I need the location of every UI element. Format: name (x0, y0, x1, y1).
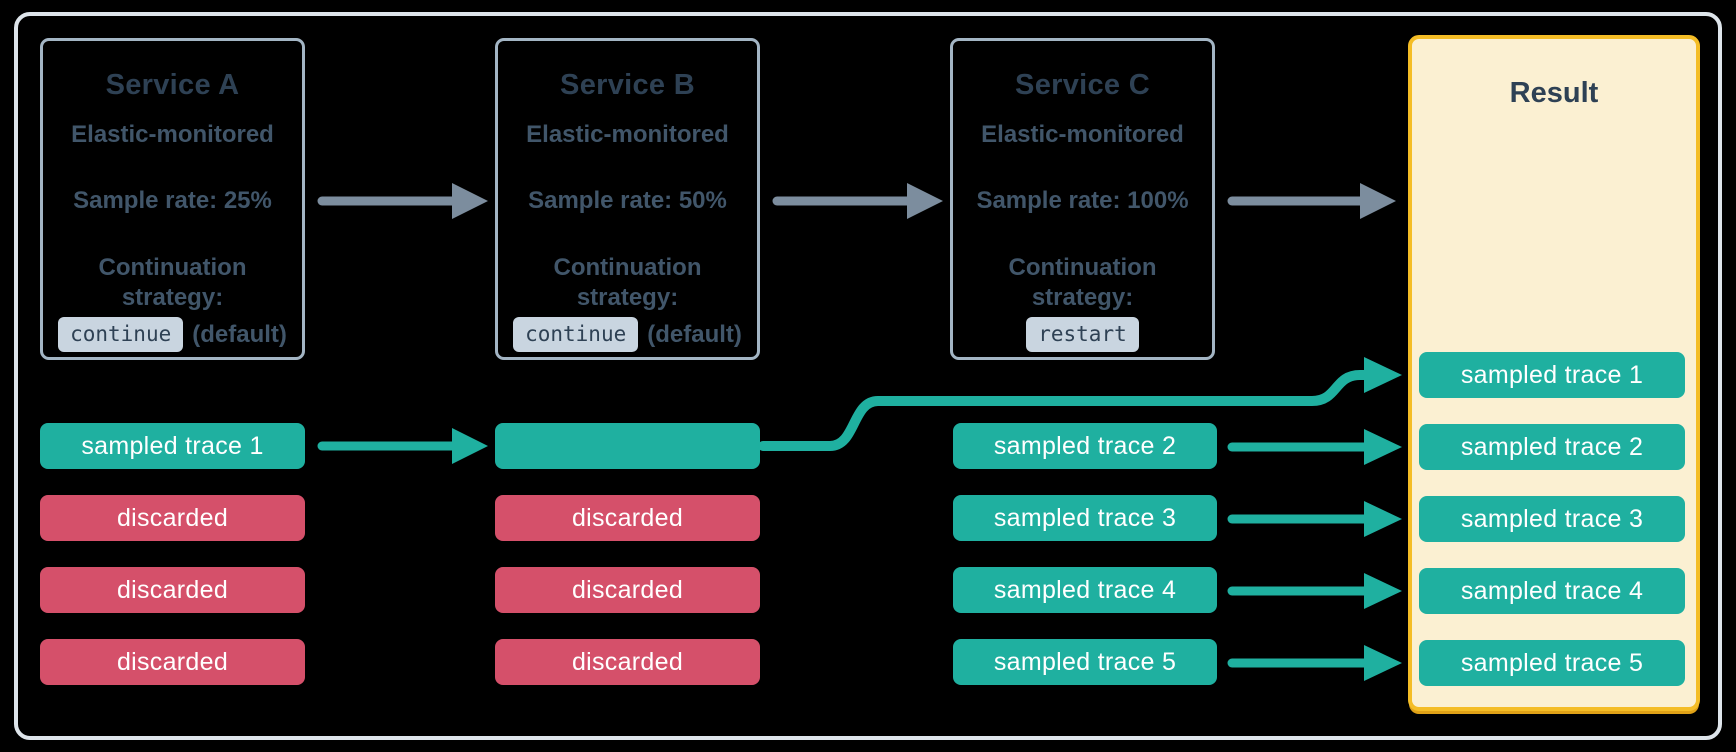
result-sampled-trace-3-pill: sampled trace 3 (1419, 496, 1685, 542)
service-a-monitored-label: Elastic-monitored (71, 121, 274, 148)
lane-b-discarded-pill: discarded (495, 495, 760, 541)
lane-a-discarded-pill: discarded (40, 567, 305, 613)
lane-c-sampled-trace-4-pill: sampled trace 4 (953, 567, 1217, 613)
service-c-box: Service C Elastic-monitored Sample rate:… (950, 38, 1215, 360)
service-b-box: Service B Elastic-monitored Sample rate:… (495, 38, 760, 360)
lane-a-discarded-pill: discarded (40, 495, 305, 541)
service-b-strategy-label: Continuation strategy: (553, 254, 702, 311)
service-b-title: Service B (560, 69, 695, 101)
service-b-strategy-default-note: (default) (647, 320, 742, 348)
lane-a-discarded-pill: discarded (40, 639, 305, 685)
service-b-strategy-row: continue (default) (498, 317, 757, 352)
lane-b-discarded-pill: discarded (495, 567, 760, 613)
service-a-strategy-code-badge: continue (58, 317, 184, 352)
diagram-frame (14, 12, 1722, 740)
lane-b-sampled-trace-pill-unlabeled (495, 423, 760, 469)
service-c-title: Service C (1015, 69, 1150, 101)
service-a-sample-rate: Sample rate: 25% (73, 187, 272, 214)
service-c-strategy-row: restart (953, 317, 1212, 352)
result-sampled-trace-5-pill: sampled trace 5 (1419, 640, 1685, 686)
service-c-sample-rate: Sample rate: 100% (976, 187, 1189, 214)
service-c-strategy-code-badge: restart (1026, 317, 1139, 352)
service-a-strategy-label: Continuation strategy: (98, 254, 247, 311)
result-sampled-trace-1-pill: sampled trace 1 (1419, 352, 1685, 398)
lane-c-sampled-trace-5-pill: sampled trace 5 (953, 639, 1217, 685)
result-sampled-trace-2-pill: sampled trace 2 (1419, 424, 1685, 470)
lane-c-sampled-trace-3-pill: sampled trace 3 (953, 495, 1217, 541)
service-b-monitored-label: Elastic-monitored (526, 121, 729, 148)
service-a-title: Service A (105, 69, 240, 101)
service-c-monitored-label: Elastic-monitored (981, 121, 1184, 148)
result-sampled-trace-4-pill: sampled trace 4 (1419, 568, 1685, 614)
result-title: Result (1509, 77, 1599, 109)
service-a-strategy-row: continue (default) (43, 317, 302, 352)
lane-b-discarded-pill: discarded (495, 639, 760, 685)
service-b-strategy-code-badge: continue (513, 317, 639, 352)
service-a-box: Service A Elastic-monitored Sample rate:… (40, 38, 305, 360)
service-c-strategy-label: Continuation strategy: (1008, 254, 1157, 311)
service-b-sample-rate: Sample rate: 50% (528, 187, 727, 214)
lane-c-sampled-trace-2-pill: sampled trace 2 (953, 423, 1217, 469)
lane-a-sampled-trace-1-pill: sampled trace 1 (40, 423, 305, 469)
service-a-strategy-default-note: (default) (192, 320, 287, 348)
